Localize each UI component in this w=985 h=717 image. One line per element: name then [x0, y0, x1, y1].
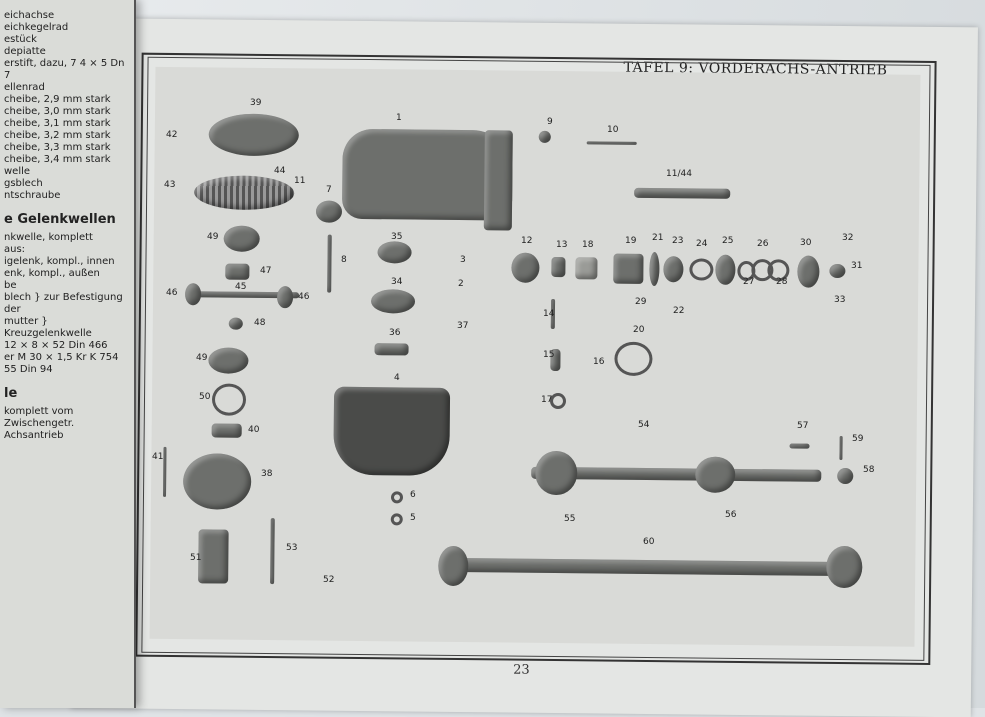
section-heading: e Gelenkwellen: [4, 212, 116, 227]
part-label: 25: [722, 236, 734, 246]
text-line: enk, kompl., außen: [4, 268, 100, 279]
part-label: 6: [410, 490, 416, 500]
part-label: 5: [410, 513, 416, 523]
part-label: 22: [673, 306, 685, 316]
part-label: 48: [254, 318, 266, 328]
part-label: 3: [460, 255, 466, 265]
part-label: 1: [396, 113, 402, 123]
part-label: 45: [235, 282, 247, 292]
part-label: 23: [672, 236, 684, 246]
part-label: 29: [635, 297, 647, 307]
part-label: 24: [696, 239, 708, 249]
part-label: 54: [638, 420, 650, 430]
part-label: 38: [261, 469, 273, 479]
text-line: mutter } Kreuzgelenkwelle: [4, 316, 92, 339]
text-line: welle: [4, 166, 31, 177]
part-label: 26: [757, 239, 769, 249]
text-line: cheibe, 3,4 mm stark: [4, 154, 111, 165]
part-label: 47: [260, 266, 272, 276]
text-line: cheibe, 3,2 mm stark: [4, 130, 111, 141]
part-label: 43: [164, 180, 176, 190]
part-label: 35: [391, 232, 403, 242]
part-label: 9: [547, 117, 553, 127]
part-label: 52: [323, 575, 335, 585]
text-line: aus:: [4, 244, 26, 255]
part-label: 13: [556, 240, 568, 250]
part-label: 30: [800, 238, 812, 248]
part-label: 10: [607, 125, 619, 135]
part-label: 12: [521, 236, 533, 246]
text-line: 55 Din 94: [4, 364, 53, 375]
part-label: 37: [457, 321, 469, 331]
part-label: 27: [743, 277, 755, 287]
part-label: 2: [458, 279, 464, 289]
part-label: 19: [625, 236, 637, 246]
part-label: 21: [652, 233, 664, 243]
section-heading: le: [4, 386, 18, 401]
part-label: 34: [391, 277, 403, 287]
text-line: nkwelle, komplett: [4, 232, 93, 243]
left-page: eichachse eichkegelrad estück depiatte e…: [0, 0, 136, 708]
part-label: 17: [541, 395, 553, 405]
part-label: 7: [326, 185, 332, 195]
part-label: 32: [842, 233, 854, 243]
part-label: 16: [593, 357, 605, 367]
part-label: 14: [543, 309, 555, 319]
part-label: 39: [250, 98, 262, 108]
part-label: 36: [389, 328, 401, 338]
text-line: igelenk, kompl., innen: [4, 256, 115, 267]
part-label: 18: [582, 240, 594, 250]
text-line: cheibe, 3,0 mm stark: [4, 106, 111, 117]
part-label: 58: [863, 465, 875, 475]
part-label: 4: [394, 373, 400, 383]
part-label: 8: [341, 255, 347, 265]
part-label: 51: [190, 553, 202, 563]
text-line: eichkegelrad: [4, 22, 69, 33]
text-line: er M 30 × 1,5 Kr K 754: [4, 352, 119, 363]
text-line: eichachse: [4, 10, 55, 21]
text-line: cheibe, 3,3 mm stark: [4, 142, 111, 153]
text-line: estück: [4, 34, 37, 45]
part-label: 49: [196, 353, 208, 363]
text-line: cheibe, 2,9 mm stark: [4, 94, 111, 105]
text-line: cheibe, 3,1 mm stark: [4, 118, 111, 129]
part-label: 46: [298, 292, 310, 302]
part-label: 33: [834, 295, 846, 305]
part-label: 20: [633, 325, 645, 335]
text-line: ellenrad: [4, 82, 45, 93]
part-label: 11: [294, 176, 306, 186]
part-label: 49: [207, 232, 219, 242]
part-label: 41: [152, 452, 164, 462]
text-line: depiatte: [4, 46, 46, 57]
part-label: 40: [248, 425, 260, 435]
text-line: erstift, dazu, 7 4 × 5 Dn 7: [4, 58, 125, 81]
part-label: 60: [643, 537, 655, 547]
part-label: 31: [851, 261, 863, 271]
part-label: 59: [852, 434, 864, 444]
part-label: 57: [797, 421, 809, 431]
part-label: 11/44: [666, 169, 692, 179]
part-label: 55: [564, 514, 576, 524]
part-label: 56: [725, 510, 737, 520]
part-label: 28: [776, 277, 788, 287]
text-line: gsblech: [4, 178, 43, 189]
part-label: 42: [166, 130, 178, 140]
text-line: be: [4, 280, 17, 291]
text-line: 12 × 8 × 52 Din 466: [4, 340, 108, 351]
text-line: komplett vom Zwischengetr.: [4, 406, 75, 429]
part-label: 46: [166, 288, 178, 298]
part-label: 50: [199, 392, 211, 402]
part-label: 53: [286, 543, 298, 553]
part-label: 44: [274, 166, 286, 176]
text-line: blech } zur Befestigung der: [4, 292, 123, 315]
part-label: 15: [543, 350, 555, 360]
text-line: Achsantrieb: [4, 430, 64, 441]
text-line: ntschraube: [4, 190, 61, 201]
